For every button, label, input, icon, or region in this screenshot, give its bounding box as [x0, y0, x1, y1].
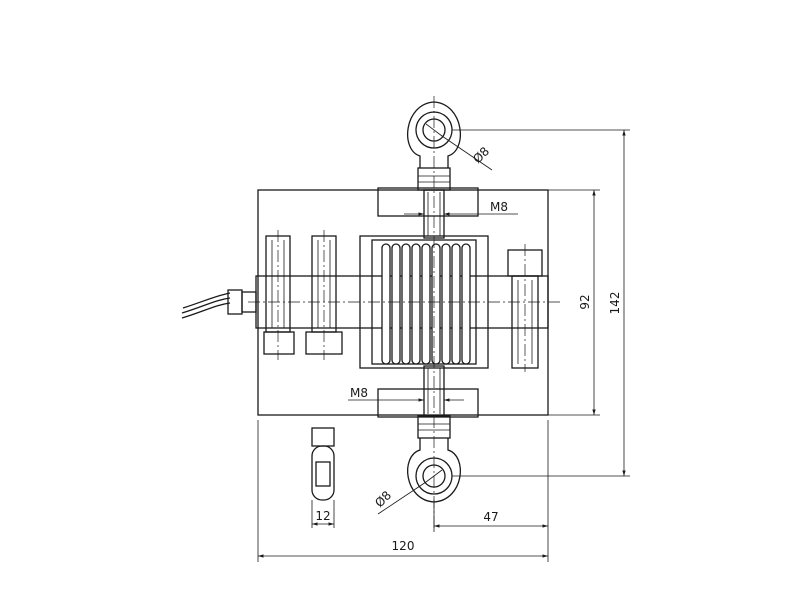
dim-eye-thickness-label: 12	[315, 509, 330, 523]
right-bolt	[507, 244, 543, 372]
dim-eye-bore-top	[425, 123, 493, 171]
dim-overall-height-label: 142	[608, 292, 622, 315]
dim-overall-height	[452, 129, 630, 477]
dim-thread-top-label: M8	[490, 200, 508, 214]
dim-body-height-label: 92	[578, 294, 592, 309]
dim-rod-end-offset-label: 47	[483, 510, 498, 524]
left-bolt-1	[263, 230, 295, 360]
cooling-fins	[381, 243, 471, 365]
dim-rod-end-offset	[433, 500, 548, 532]
dim-eye-bore-bottom	[377, 469, 443, 515]
dim-body-height	[548, 189, 600, 416]
cable	[181, 292, 231, 319]
dim-overall-width-label: 120	[392, 539, 415, 553]
dim-overall-width	[257, 420, 549, 562]
dim-eye-bore-top-label: Ø8	[470, 144, 492, 166]
left-bolt-2	[305, 230, 343, 360]
side-eye-detail	[311, 427, 335, 528]
dim-eye-bore-bottom-label: Ø8	[372, 488, 394, 510]
dim-thread-bottom-label: M8	[350, 386, 368, 400]
cable-gland-nut	[241, 291, 257, 313]
